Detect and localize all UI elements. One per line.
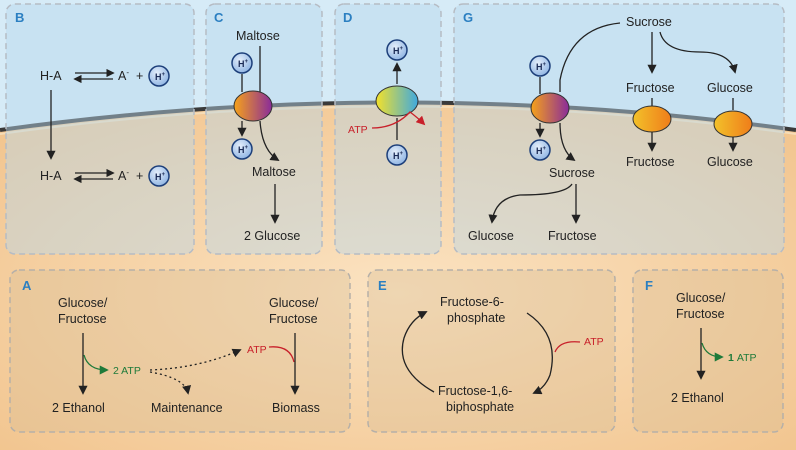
panel-letter-g: G (463, 10, 473, 25)
anion-inside: A- (118, 168, 129, 183)
panel-a: Glucose/ Fructose 2 ATP 2 Ethanol Mainte… (52, 296, 320, 415)
svg-text:H+: H+ (536, 146, 547, 156)
glucose-inside: Glucose (707, 155, 753, 169)
maltose-inside: Maltose (252, 165, 296, 179)
svg-text:H+: H+ (238, 59, 249, 69)
plus-inside: + (136, 169, 143, 183)
f6p-line1: Fructose-6- (440, 295, 504, 309)
atp-yield-a: 2 ATP (113, 365, 141, 377)
dephosphorylation-arrow (401, 311, 435, 393)
svg-text:H+: H+ (238, 145, 249, 155)
atp-gain-arrow-a (83, 354, 109, 375)
panel-b: H-A A- + H+ H-A A- + H+ (40, 65, 170, 187)
proton-label: H+ (155, 72, 166, 82)
proton-c-in: H+ (231, 138, 253, 160)
atp-cost-arc (268, 346, 295, 363)
atp-label-d: ATP (348, 124, 368, 136)
svg-text:H+: H+ (393, 46, 404, 56)
maltose-symporter (233, 90, 273, 122)
glucose-product-g: Glucose (468, 229, 514, 243)
f16bp-line1: Fructose-1,6- (438, 384, 512, 398)
substrate-f-line2: Fructose (676, 307, 725, 321)
atp-cost-a: ATP (247, 344, 267, 356)
atp-cost-arc-e (554, 341, 581, 353)
sucrose-symporter (530, 92, 570, 124)
biomass-substrate-line1: Glucose/ (269, 296, 319, 310)
panel-letter-e: E (378, 278, 387, 293)
sucrose-outside: Sucrose (626, 15, 672, 29)
panel-d: H+ H+ ATP (348, 39, 426, 166)
fructose-outside: Fructose (626, 81, 675, 95)
proton-inside: H+ (148, 165, 170, 187)
cytoplasm (0, 102, 796, 450)
plus-outside: + (136, 69, 143, 83)
f16bp-line2: biphosphate (446, 400, 514, 414)
substrate-a-line2: Fructose (58, 312, 107, 326)
panel-e: Fructose-6- phosphate ATP Fructose-1,6- … (401, 295, 604, 414)
substrate-a-line1: Glucose/ (58, 296, 108, 310)
acid-inside: H-A (40, 169, 62, 183)
ethanol-f: 2 Ethanol (671, 391, 724, 405)
f6p-line2: phosphate (447, 311, 505, 325)
panel-a-box (9, 269, 351, 433)
fructose-product-g: Fructose (548, 229, 597, 243)
panel-d-box (334, 3, 442, 255)
proton-g-out: H+ (529, 55, 551, 77)
svg-text:H+: H+ (536, 62, 547, 72)
fructose-inside: Fructose (626, 155, 675, 169)
atp-gain-arrow-f (701, 342, 724, 362)
glucose-transporter (713, 110, 753, 138)
proton-atpase (375, 85, 419, 117)
panel-letter-d: D (343, 10, 352, 25)
substrate-f-line1: Glucose/ (676, 291, 726, 305)
proton-label: H+ (155, 172, 166, 182)
proton-d-out: H+ (386, 39, 408, 61)
proton-outside: H+ (148, 65, 170, 87)
proton-c-out: H+ (231, 52, 253, 74)
proton-g-in: H+ (529, 139, 551, 161)
maltose-outside: Maltose (236, 29, 280, 43)
atp-hydrolysis-arrow (371, 111, 426, 129)
maintenance: Maintenance (151, 401, 223, 415)
acid-outside: H-A (40, 69, 62, 83)
panel-letter-a: A (22, 278, 32, 293)
glucose-product: 2 Glucose (244, 229, 300, 243)
ethanol-a: 2 Ethanol (52, 401, 105, 415)
panel-letter-c: C (214, 10, 224, 25)
atp-label-e: ATP (584, 336, 604, 348)
panel-letter-b: B (15, 10, 24, 25)
proton-d-in: H+ (386, 144, 408, 166)
sucrose-inside: Sucrose (549, 166, 595, 180)
anion-outside: A- (118, 68, 129, 83)
panel-c: Maltose H+ H+ Maltose 2 Glucose (231, 29, 300, 243)
panel-g: Sucrose Fructose Glucose H+ H+ Sucrose G… (468, 15, 753, 243)
biomass: Biomass (272, 401, 320, 415)
svg-text:H+: H+ (393, 151, 404, 161)
fructose-transporter (632, 105, 672, 133)
phosphorylation-arrow (526, 312, 553, 395)
panel-b-box (5, 3, 195, 255)
glucose-outside: Glucose (707, 81, 753, 95)
biomass-substrate-line2: Fructose (269, 312, 318, 326)
panel-letter-f: F (645, 278, 653, 293)
panel-f-box (632, 269, 784, 433)
panel-e-box (367, 269, 616, 433)
